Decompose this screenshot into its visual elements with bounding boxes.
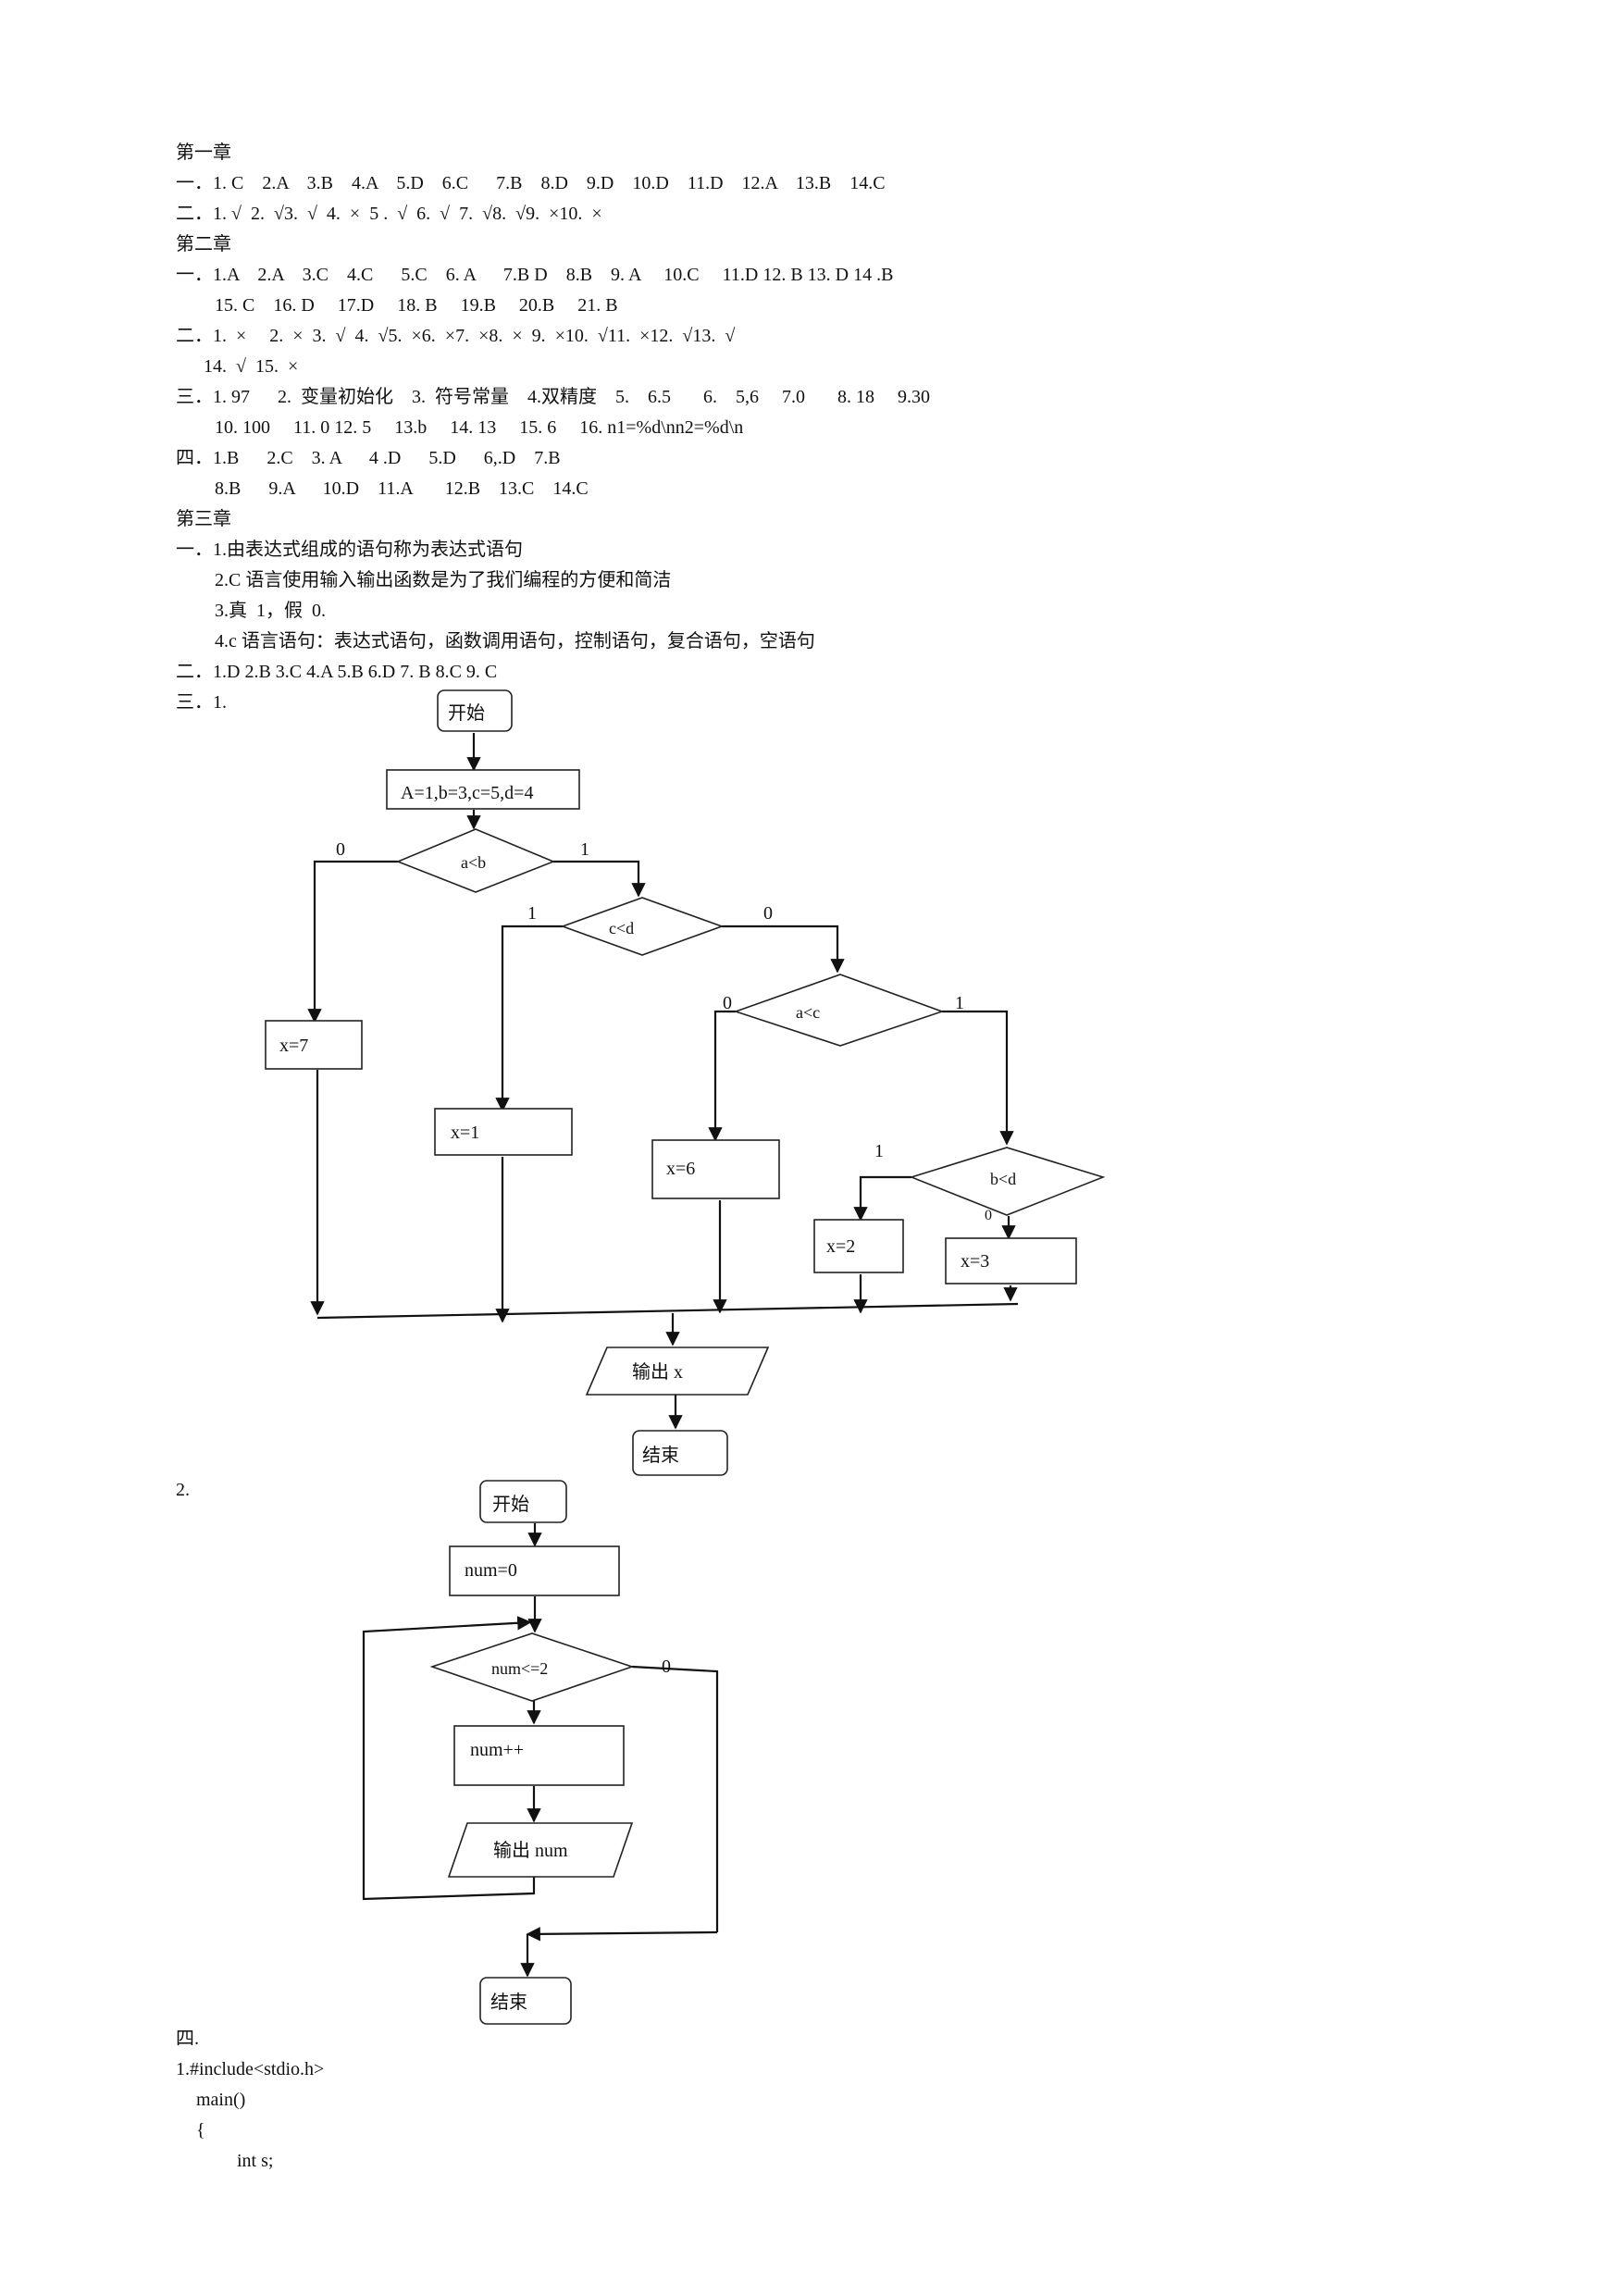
flowchart-1-x2-label: x=2 xyxy=(826,1236,855,1257)
flowchart-1-decision-a-lt-c-label: a<c xyxy=(796,1003,820,1022)
flowchart-1-end-label: 结束 xyxy=(642,1445,679,1466)
flowchart-2-start-node xyxy=(479,1480,567,1523)
flowchart-1-decision-a-lt-c xyxy=(733,974,945,1047)
flowchart-1-x7-label: x=7 xyxy=(279,1036,308,1056)
chapter3-section2-answers: 二．1.D 2.B 3.C 4.A 5.B 6.D 7. B 8.C 9. C xyxy=(176,662,498,682)
code-line-main: main() xyxy=(196,2090,246,2110)
flowchart-1-decision-c-lt-d-label: c<d xyxy=(609,919,634,937)
chapter2-section4-answers-cont: 8.B 9.A 10.D 11.A 12.B 13.C 14.C xyxy=(215,478,589,499)
flowchart-1-start-node xyxy=(437,689,513,732)
flowchart-2-init-box xyxy=(449,1545,620,1596)
code-line-brace: { xyxy=(196,2120,205,2141)
chapter2-section3-answers-cont: 10. 100 11. 0 12. 5 13.b 14. 13 15. 6 16… xyxy=(215,417,744,438)
flowchart-2-init-label: num=0 xyxy=(465,1560,517,1581)
chapter2-section2-answers-cont: 14. √ 15. × xyxy=(204,356,299,377)
flowchart-1-x6-label: x=6 xyxy=(666,1159,695,1179)
flowchart-2-output-label: 输出 num xyxy=(493,1840,568,1861)
flowchart-1-x7-box xyxy=(265,1020,363,1070)
flowchart-2-decision-no: 0 xyxy=(662,1657,671,1677)
flowchart-1-x1-box xyxy=(434,1108,573,1156)
flowchart-1-decision-b-lt-d xyxy=(909,1147,1106,1216)
flowchart-1-x6-box xyxy=(651,1139,780,1199)
flowchart-1-decision-b-lt-d-yes: 1 xyxy=(874,1141,884,1161)
flowchart-1-decision-a-lt-b-label: a<b xyxy=(461,853,486,872)
chapter3-section4-label: 四. xyxy=(176,2029,199,2049)
flowchart-1-connectors xyxy=(307,733,1019,1430)
chapter3-section3-label: 三．1. xyxy=(176,692,227,713)
flowchart-1-decision-c-lt-d xyxy=(560,897,725,956)
flowchart-2-end-label: 结束 xyxy=(490,1992,527,2013)
flowchart-2-connectors xyxy=(362,1523,719,1978)
chapter2-section3-answers: 三．1. 97 2. 变量初始化 3. 符号常量 4.双精度 5. 6.5 6.… xyxy=(176,387,930,407)
chapter2-section4-answers: 四．1.B 2.C 3. A 4 .D 5.D 6,.D 7.B xyxy=(176,448,561,468)
chapter1-section1-answers: 一．1. C 2.A 3.B 4.A 5.D 6.C 7.B 8.D 9.D 1… xyxy=(176,173,886,193)
chapter2-section2-answers: 二．1. × 2. × 3. √ 4. √5. ×6. ×7. ×8. × 9.… xyxy=(176,326,736,346)
flowchart-1-decision-c-lt-d-no: 0 xyxy=(763,903,773,924)
flowchart-1-output-label: 输出 x xyxy=(632,1361,683,1383)
flowchart-1-output-node xyxy=(585,1347,770,1396)
flowchart-1-decision-a-lt-b-no: 0 xyxy=(336,839,345,860)
flowchart-1-x2-box xyxy=(813,1219,904,1273)
chapter1-section2-answers: 二．1. √ 2. √3. √ 4. × 5 . √ 6. √ 7. √8. √… xyxy=(176,204,602,224)
flowchart-2-end-node xyxy=(479,1977,572,2025)
flowchart-1-init-label: A=1,b=3,c=5,d=4 xyxy=(401,783,533,803)
flowchart-1-x3-label: x=3 xyxy=(961,1251,989,1272)
flowchart-1-decision-b-lt-d-no: 0 xyxy=(985,1208,992,1223)
flowchart-2-inc-box xyxy=(453,1725,625,1786)
question2-label: 2. xyxy=(176,1480,190,1500)
flowchart-1-end-node xyxy=(632,1430,728,1476)
chapter3-section1-answer1: 一．1.由表达式组成的语句称为表达式语句 xyxy=(176,540,523,560)
flowchart-2-output-node xyxy=(447,1822,634,1878)
flowchart-2-decision-label: num<=2 xyxy=(491,1659,548,1678)
flowchart-2-inc-label: num++ xyxy=(470,1740,524,1760)
flowchart-1-decision-a-lt-b-yes: 1 xyxy=(580,839,589,860)
chapter3-heading: 第三章 xyxy=(176,509,231,529)
code-line-include: 1.#include<stdio.h> xyxy=(176,2059,325,2079)
flowchart-1-start-label: 开始 xyxy=(448,702,485,724)
chapter2-section1-answers-cont: 15. C 16. D 17.D 18. B 19.B 20.B 21. B xyxy=(215,295,618,316)
chapter3-section1-answer4: 4.c 语言语句：表达式语句，函数调用语句，控制语句，复合语句，空语句 xyxy=(215,631,815,652)
flowchart-1-decision-a-lt-c-yes: 1 xyxy=(955,993,964,1013)
flowchart-1-decision-b-lt-d-label: b<d xyxy=(990,1170,1016,1188)
code-line-decl: int s; xyxy=(237,2151,274,2171)
chapter2-heading: 第二章 xyxy=(176,234,231,254)
flowchart-1-init-box xyxy=(386,769,580,810)
flowchart-1-x3-box xyxy=(945,1237,1077,1285)
chapter2-section1-answers: 一．1.A 2.A 3.C 4.C 5.C 6. A 7.B D 8.B 9. … xyxy=(176,265,894,285)
flowchart-1-decision-a-lt-b xyxy=(395,828,556,893)
flowchart-1-x1-label: x=1 xyxy=(451,1123,479,1143)
flowchart-1-decision-a-lt-c-no: 0 xyxy=(723,993,732,1013)
flowchart-1-decision-c-lt-d-yes: 1 xyxy=(527,903,537,924)
chapter3-section1-answer3: 3.真 1，假 0. xyxy=(215,601,326,621)
chapter3-section1-answer2: 2.C 语言使用输入输出函数是为了我们编程的方便和简洁 xyxy=(215,570,672,590)
chapter1-heading: 第一章 xyxy=(176,143,231,163)
flowchart-2-start-label: 开始 xyxy=(492,1494,529,1515)
flowchart-2-decision-node xyxy=(429,1632,635,1702)
